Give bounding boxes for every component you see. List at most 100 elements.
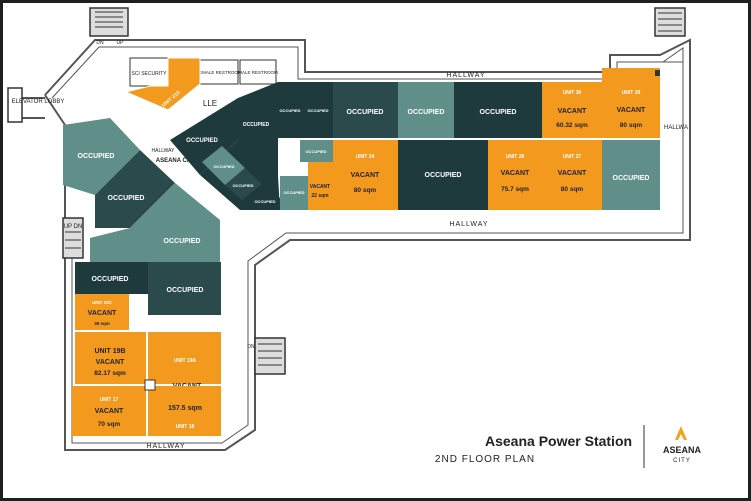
occupied-label-left-2: OCCUPIED	[108, 195, 145, 202]
unit-29-name: UNIT 29	[622, 90, 641, 96]
unit-30-area: 60.32 sqm	[556, 122, 588, 129]
elevator-lobby-label: ELEVATOR LOBBY	[12, 99, 65, 105]
occupied-unit-diag-1[interactable]	[170, 98, 238, 175]
occupied-label-top-3: OCCUPIED	[480, 109, 517, 116]
occupied-label-mid-2: OCCUPIED	[613, 175, 650, 182]
unit-26[interactable]	[488, 140, 542, 210]
occupied-unit-diag-3[interactable]	[225, 168, 262, 200]
unit-21d[interactable]	[124, 57, 201, 111]
unit-24-status: VACANT	[351, 172, 380, 179]
unit-30-name: UNIT 30	[563, 90, 582, 96]
unit-20c[interactable]	[75, 294, 129, 330]
utility-rooms: SCI SECURITY FEMALE RESTROOM MALE RESTRO…	[129, 57, 278, 87]
occupied-unit-mid-2[interactable]	[602, 140, 660, 210]
occupied-unit-top-1[interactable]	[333, 82, 398, 138]
unit-20c-area: 39 sqm	[94, 321, 110, 326]
unit-19b-status: VACANT	[96, 359, 125, 366]
occupied-unit-left-5[interactable]	[148, 262, 221, 315]
unit-26-name: UNIT 26	[506, 154, 525, 160]
dn-label-lower: DN	[247, 344, 255, 350]
occupied-unit-left-3[interactable]	[90, 183, 220, 262]
brand-line1: ASEANA	[663, 445, 702, 455]
occupied-label-left-5: OCCUPIED	[167, 287, 204, 294]
occupied-unit-tiny-2[interactable]	[280, 176, 308, 210]
occupied-label-diag-1: OCCUPIED	[186, 138, 218, 144]
occupied-label-diag-3: OCCUPIED	[232, 183, 253, 188]
unit-19b-area: 82.17 sqm	[94, 370, 126, 377]
occupied-unit-left-1[interactable]	[63, 118, 140, 195]
occupied-unit-mid-1[interactable]	[398, 140, 488, 210]
unit-18[interactable]	[148, 386, 221, 436]
unit-29-area: 80 sqm	[620, 122, 643, 129]
unit-18-name: UNIT 18	[176, 424, 195, 430]
occupied-unit-left-4[interactable]	[75, 262, 148, 294]
stair-lower: DN	[247, 337, 286, 375]
building-outline	[22, 38, 691, 451]
page-subtitle: 2ND FLOOR PLAN	[435, 454, 535, 465]
unit-26-status: VACANT	[501, 170, 530, 177]
occupied-label-top-1: OCCUPIED	[347, 109, 384, 116]
occupied-unit-top-2[interactable]	[398, 82, 454, 138]
hallway-label-middle: HALLWAY	[449, 221, 488, 228]
occupied-unit-small-1[interactable]	[278, 82, 333, 138]
unit-19b[interactable]	[75, 332, 146, 384]
column-marker-2	[144, 379, 156, 391]
unit-17-area: 70 sqm	[98, 421, 121, 428]
unit-19a-name: UNIT 19A	[174, 358, 197, 364]
occupied-unit-diag-2[interactable]	[202, 146, 245, 185]
unit-24-name: UNIT 24	[356, 154, 375, 160]
unit-27-area: 80 sqm	[561, 186, 584, 193]
stair-top-left: DN UP	[89, 7, 129, 46]
hallway-label-bottom: HALLWAY	[146, 443, 185, 450]
hallway-label-top: HALLWAY	[446, 72, 485, 79]
hallway-fragment: LLE	[203, 99, 217, 108]
stair-top-right	[654, 7, 686, 37]
occupied-label-s2: OCCUPIED	[307, 108, 328, 113]
unit-20c-name: UNIT 20C	[92, 300, 113, 305]
unit-24[interactable]	[333, 140, 398, 210]
hallway-label-right: HALLWA	[664, 125, 688, 131]
unit-22-area: 22 sqm	[311, 193, 329, 199]
unit-24-area: 80 sqm	[354, 187, 377, 194]
unit-30[interactable]	[542, 82, 602, 138]
unit-26-area: 75.7 sqm	[501, 186, 529, 193]
occupied-label-left-1: OCCUPIED	[78, 153, 115, 160]
occupied-label-left-4: OCCUPIED	[92, 276, 129, 283]
unit-29-status: VACANT	[617, 107, 646, 114]
dn-label-top-left: DN	[96, 40, 104, 46]
unit-17[interactable]	[72, 386, 146, 436]
occupied-label-top-2: OCCUPIED	[408, 109, 445, 116]
aseana-city-logo: ASEANA CITY	[663, 426, 702, 464]
occupied-label-diag-4: OCCUPIED	[254, 199, 275, 204]
female-restroom-label: FEMALE RESTROOM	[196, 70, 242, 75]
aseana-city-floor-label: ASEANA CITY	[156, 158, 196, 164]
page-title: Aseana Power Station	[485, 433, 632, 449]
unit-19a[interactable]	[148, 332, 221, 384]
unit-20c-status: VACANT	[88, 310, 117, 317]
sci-security-label: SCI SECURITY	[131, 71, 167, 77]
occupied-label-s1: OCCUPIED	[279, 108, 300, 113]
occupied-label-tiny-2: OCCUPIED	[283, 190, 304, 195]
occupied-unit-top-3[interactable]	[454, 82, 542, 138]
up-label-top-left: UP	[117, 40, 125, 46]
unit-27-status: VACANT	[558, 170, 587, 177]
occupied-unit-diag-4[interactable]	[242, 184, 280, 210]
unit-17-name: UNIT 17	[100, 397, 119, 403]
hallway-label-left: HALLWAY	[152, 148, 176, 154]
occupied-unit-left-2[interactable]	[95, 150, 175, 228]
brand-line2: CITY	[673, 458, 691, 464]
unit-22[interactable]	[308, 162, 333, 210]
occupied-label-mid-1: OCCUPIED	[425, 172, 462, 179]
unit-18-area: 157.5 sqm	[168, 405, 202, 412]
occupied-unit-tiny[interactable]	[300, 140, 333, 162]
unit-19b-name: UNIT 19B	[94, 348, 125, 355]
occupied-label-diag-2: OCCUPIED	[213, 164, 234, 169]
up-dn-label: UP DN	[64, 224, 83, 230]
unit-29[interactable]	[602, 68, 660, 138]
male-restroom-label: MALE RESTROOM	[238, 70, 278, 75]
unit-27[interactable]	[542, 140, 602, 210]
column-marker	[655, 70, 660, 76]
logo-inner-icon	[678, 434, 684, 440]
